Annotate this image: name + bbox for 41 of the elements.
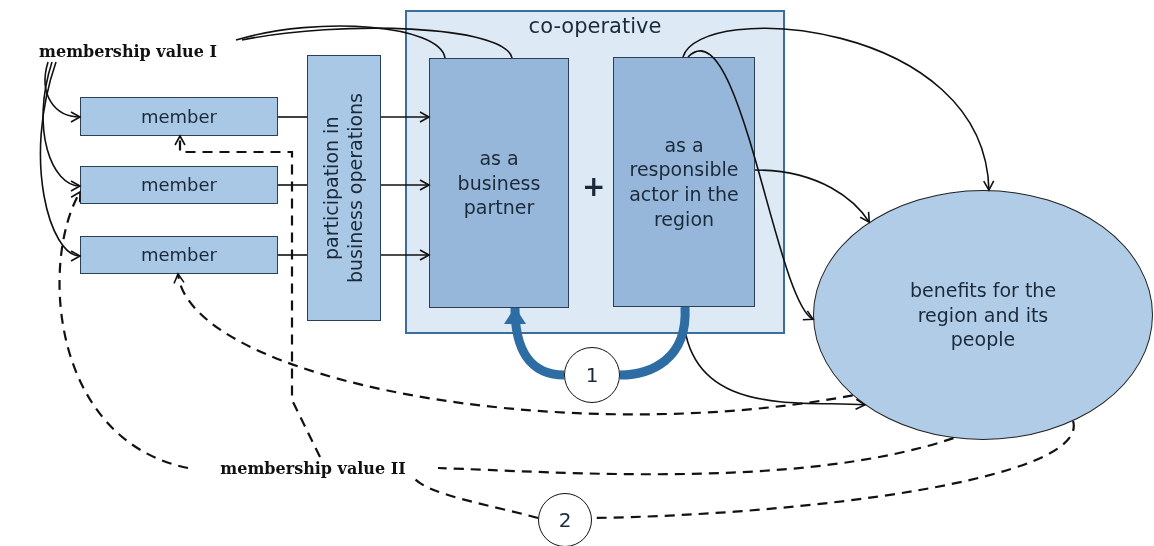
connector-line [277, 254, 308, 256]
box-label: member [140, 243, 217, 267]
number-circle [564, 347, 620, 403]
process-box [307, 55, 381, 321]
box-label: member [140, 104, 217, 129]
arrow [380, 179, 430, 191]
arrow [175, 273, 853, 416]
box-label: as a responsible actor in the region [628, 132, 740, 232]
connector-line [235, 25, 446, 59]
text-label: membership value II [188, 457, 438, 479]
arrow [687, 50, 814, 321]
role-box [613, 57, 755, 307]
group-title: co-operative [527, 14, 663, 40]
arrow [754, 169, 871, 223]
role-box [429, 58, 569, 308]
arrow [39, 61, 81, 260]
text-label: membership value I [8, 40, 248, 62]
connector-line [437, 437, 954, 476]
connector-line [277, 184, 308, 186]
box-label: as a business partner [456, 145, 542, 221]
member-box [80, 166, 278, 204]
arrow [380, 111, 430, 123]
connector-line [241, 27, 513, 59]
arrow [174, 135, 321, 458]
arrow [44, 61, 81, 123]
arrow [682, 27, 994, 191]
connector-line [414, 478, 539, 520]
connector-line [277, 116, 308, 118]
group-panel [405, 10, 785, 334]
member-box [80, 236, 278, 274]
box-label: benefits for the region and its people [908, 277, 1058, 353]
box-label: participation in business operations [320, 92, 367, 285]
number-label: 1 [585, 362, 599, 388]
member-box [80, 97, 278, 136]
arrow [58, 191, 189, 470]
plus-sign: + [582, 170, 606, 203]
arrow [380, 249, 430, 261]
number-circle [538, 493, 592, 546]
box-label: member [140, 173, 217, 197]
number-label: 2 [558, 507, 572, 533]
arrow [42, 61, 81, 191]
